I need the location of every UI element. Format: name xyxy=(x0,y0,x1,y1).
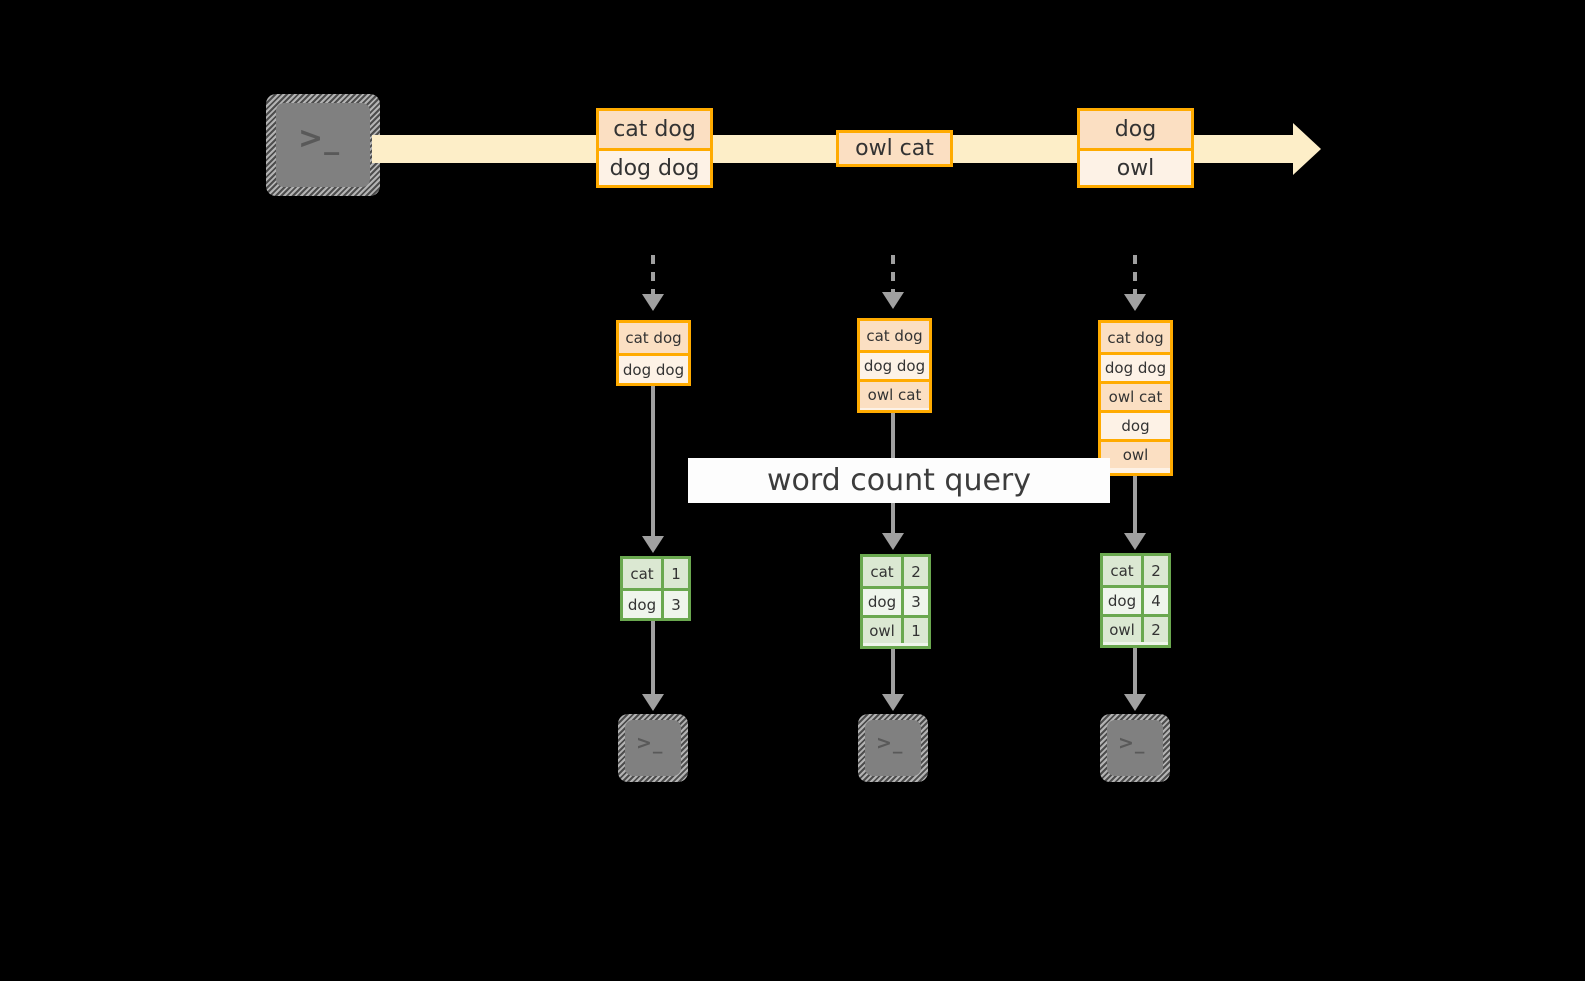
source-terminal-icon: >_ xyxy=(266,94,380,196)
result-to-sink-arrowhead-3 xyxy=(1124,694,1146,711)
result-word-cell: cat xyxy=(863,557,904,586)
result-row: owl 1 xyxy=(863,615,928,643)
result-count-cell: 1 xyxy=(664,559,688,588)
result-word-cell: owl xyxy=(1103,617,1144,642)
result-to-sink-connector-3 xyxy=(1133,648,1137,695)
stream-record-group-2: owl cat xyxy=(836,130,953,167)
terminal-face xyxy=(276,103,370,187)
buffer-table-3: cat dog dog dog owl cat dog owl xyxy=(1098,320,1173,476)
result-word-cell: owl xyxy=(863,618,904,643)
query-label-band: word count query xyxy=(688,458,1110,503)
stream-record-group-1: cat dog dog dog xyxy=(596,108,713,188)
buffer-row: owl xyxy=(1101,439,1170,468)
terminal-face xyxy=(1107,720,1163,776)
terminal-face xyxy=(625,720,681,776)
buffer-row: dog dog xyxy=(1101,352,1170,381)
buffer-row: owl cat xyxy=(1101,381,1170,410)
result-table-3: cat 2 dog 4 owl 2 xyxy=(1100,553,1171,648)
stream-record-line: dog xyxy=(1080,111,1191,148)
buffer-row: dog dog xyxy=(860,350,929,379)
result-word-cell: cat xyxy=(1103,556,1144,585)
result-table-2: cat 2 dog 3 owl 1 xyxy=(860,554,931,649)
result-count-cell: 2 xyxy=(1144,556,1168,585)
buffer-table-1: cat dog dog dog xyxy=(616,320,691,386)
result-count-cell: 2 xyxy=(1144,617,1168,642)
result-count-cell: 4 xyxy=(1144,588,1168,614)
terminal-face xyxy=(865,720,921,776)
terminal-prompt-glyph: >_ xyxy=(636,732,664,754)
stream-to-buffer-arrowhead-3 xyxy=(1124,294,1146,311)
buffer-row: cat dog xyxy=(1101,323,1170,352)
stream-record-group-3: dog owl xyxy=(1077,108,1194,188)
stream-arrow-head xyxy=(1293,123,1321,175)
result-word-cell: cat xyxy=(623,559,664,588)
stream-to-buffer-arrowhead-2 xyxy=(882,292,904,309)
result-to-sink-arrowhead-2 xyxy=(882,694,904,711)
result-to-sink-connector-1 xyxy=(651,621,655,695)
stream-to-buffer-arrowhead-1 xyxy=(642,294,664,311)
terminal-prompt-glyph: >_ xyxy=(1118,732,1146,754)
buffer-to-result-connector-3 xyxy=(1133,476,1137,534)
buffer-row: owl cat xyxy=(860,379,929,408)
result-count-cell: 2 xyxy=(904,557,928,586)
stream-record-line: owl cat xyxy=(839,133,950,164)
buffer-to-result-arrowhead-2 xyxy=(882,533,904,550)
terminal-prompt-glyph: >_ xyxy=(876,732,904,754)
result-table-1: cat 1 dog 3 xyxy=(620,556,691,621)
sink-terminal-icon-2: >_ xyxy=(858,714,928,782)
sink-terminal-icon-1: >_ xyxy=(618,714,688,782)
stream-to-buffer-connector-2 xyxy=(891,255,895,293)
result-row: dog 3 xyxy=(863,586,928,615)
result-row: dog 4 xyxy=(1103,585,1168,614)
result-count-cell: 1 xyxy=(904,618,928,643)
buffer-row: dog xyxy=(1101,410,1170,439)
result-to-sink-connector-2 xyxy=(891,649,895,695)
result-to-sink-arrowhead-1 xyxy=(642,694,664,711)
result-row: cat 2 xyxy=(863,557,928,586)
result-word-cell: dog xyxy=(623,591,664,618)
sink-terminal-icon-3: >_ xyxy=(1100,714,1170,782)
buffer-to-result-arrowhead-1 xyxy=(642,536,664,553)
stream-record-line: owl xyxy=(1080,148,1191,185)
buffer-to-result-arrowhead-3 xyxy=(1124,533,1146,550)
result-row: dog 3 xyxy=(623,588,688,618)
result-count-cell: 3 xyxy=(904,589,928,615)
result-row: cat 2 xyxy=(1103,556,1168,585)
result-word-cell: dog xyxy=(1103,588,1144,614)
terminal-prompt-glyph: >_ xyxy=(298,121,341,156)
result-row: owl 2 xyxy=(1103,614,1168,642)
result-word-cell: dog xyxy=(863,589,904,615)
result-count-cell: 3 xyxy=(664,591,688,618)
stream-record-line: dog dog xyxy=(599,148,710,185)
result-row: cat 1 xyxy=(623,559,688,588)
buffer-row: dog dog xyxy=(619,353,688,383)
buffer-row: cat dog xyxy=(619,323,688,353)
buffer-to-result-connector-1 xyxy=(651,386,655,536)
stream-record-line: cat dog xyxy=(599,111,710,148)
buffer-table-2: cat dog dog dog owl cat xyxy=(857,318,932,413)
stream-to-buffer-connector-1 xyxy=(651,255,655,295)
stream-to-buffer-connector-3 xyxy=(1133,255,1137,295)
buffer-row: cat dog xyxy=(860,321,929,350)
